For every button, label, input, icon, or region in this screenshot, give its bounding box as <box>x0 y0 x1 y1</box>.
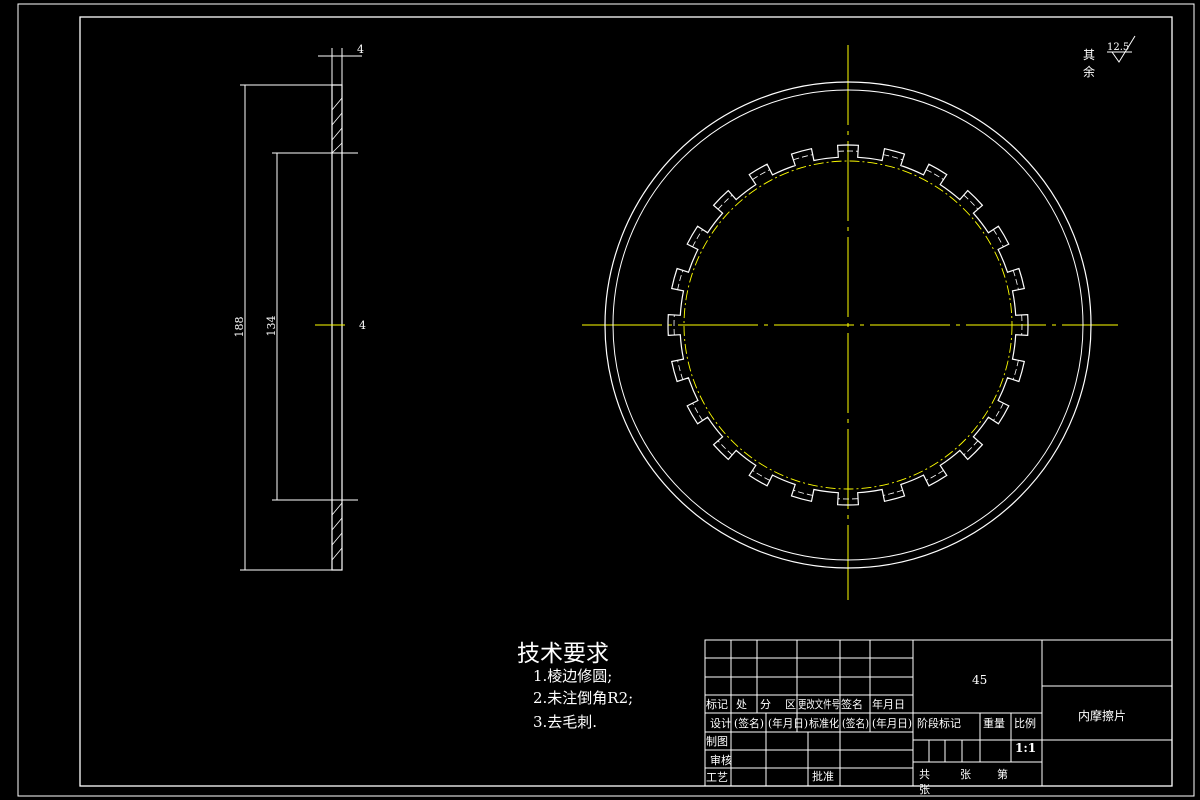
label-qianming: 签名 <box>841 697 863 711</box>
dim-134-label: 134 <box>265 316 278 337</box>
label-biaoji: 标记 <box>706 697 728 711</box>
side-view: 188 134 4 4 <box>233 43 366 571</box>
side-view-hatch-bottom <box>331 502 343 561</box>
scale-value: 1:1 <box>1015 741 1036 755</box>
label-jieduan: 阶段标记 <box>917 716 961 730</box>
center-thickness-label: 4 <box>359 319 366 332</box>
side-view-hatch-top <box>331 97 343 154</box>
label-gongyi: 工艺 <box>706 771 728 784</box>
part-name: 内摩擦片 <box>1078 708 1126 723</box>
tech-requirement-3: 3.去毛刺. <box>533 713 597 731</box>
thickness-label: 4 <box>357 43 364 56</box>
label-bili: 比例 <box>1014 716 1036 730</box>
spline-teeth-profile <box>667 144 1029 506</box>
tech-requirements-title: 技术要求 <box>517 641 609 667</box>
tech-requirement-2: 2.未注倒角R2; <box>533 689 633 707</box>
label-biaozhunhua: 标准化 <box>809 716 839 730</box>
outer-inner-circle <box>612 89 1084 561</box>
dim-188-label: 188 <box>233 317 246 338</box>
title-block <box>704 639 1173 787</box>
label-nianyueri: 年月日 <box>872 697 905 711</box>
label-zhang2: 张 <box>919 783 930 796</box>
roughness-symbol-icon <box>1111 35 1136 63</box>
label-qianming2: (签名) <box>734 716 764 730</box>
tech-requirements: 技术要求 1.棱边修圆; 2.未注倒角R2; 3.去毛刺. <box>517 641 633 731</box>
label-qu: 区 <box>785 698 796 711</box>
front-view <box>582 45 1118 600</box>
label-fen: 分 <box>760 698 771 711</box>
outer-circle <box>604 81 1092 569</box>
surface-note-line1: 其 <box>1083 48 1095 62</box>
label-gong: 共 <box>919 768 930 781</box>
inner-frame <box>79 16 1173 787</box>
spline-root-profile <box>673 150 1023 500</box>
title-block-text: 45 内摩擦片 1:1 标记 处 分 区 更改文件号 签名 年月日 设计 (签名… <box>706 673 1126 796</box>
material-label: 45 <box>972 673 987 687</box>
outer-frame <box>17 3 1195 797</box>
label-zhitu: 制图 <box>706 735 728 748</box>
surface-finish-note: 其 余 12.5 <box>1083 35 1136 79</box>
label-nianyueri2: (年月日) <box>768 716 808 730</box>
label-gengai: 更改文件号 <box>798 697 840 711</box>
tech-requirement-1: 1.棱边修圆; <box>533 667 612 685</box>
label-pizhun: 批准 <box>812 769 834 783</box>
label-chu: 处 <box>736 698 747 711</box>
label-sheji: 设计 <box>710 717 732 730</box>
label-zhang1: 张 <box>960 768 971 781</box>
pitch-circle <box>683 160 1013 490</box>
roughness-value: 12.5 <box>1107 42 1129 53</box>
label-zhongliang: 重量 <box>983 716 1005 730</box>
surface-note-line2: 余 <box>1083 64 1095 79</box>
label-nianyueri3: (年月日) <box>872 716 912 730</box>
label-shenhe: 审核 <box>710 753 732 767</box>
label-qianming3: (签名) <box>842 716 869 730</box>
label-di: 第 <box>997 767 1008 781</box>
side-view-outline <box>331 84 343 571</box>
